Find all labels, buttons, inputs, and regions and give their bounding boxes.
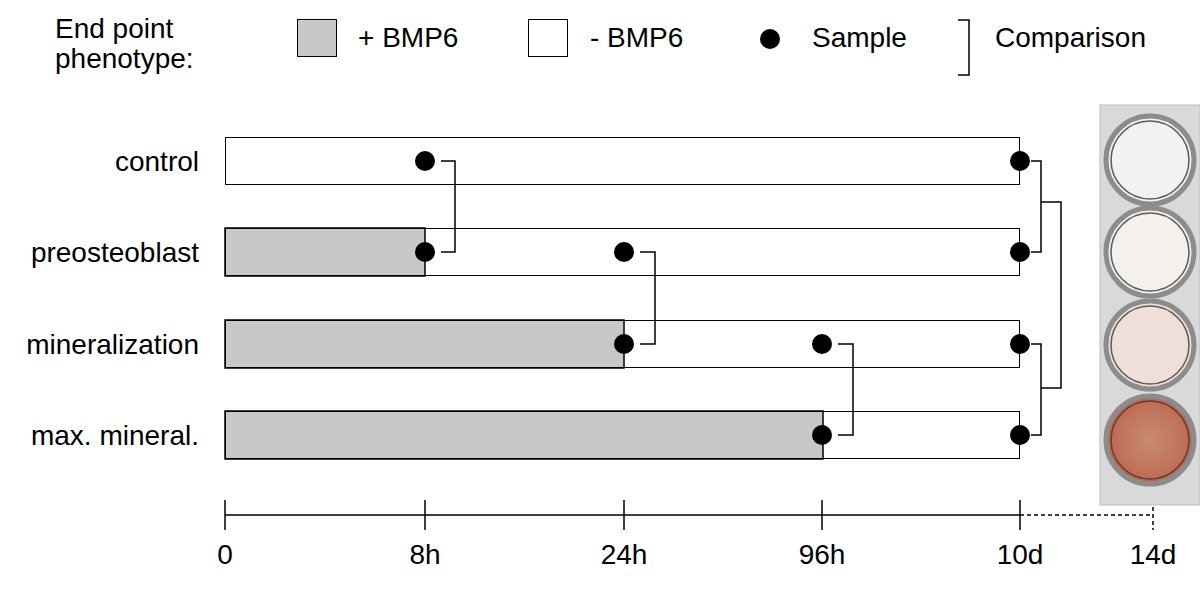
- sample-dot: [614, 334, 634, 354]
- axis-tick: [623, 500, 625, 530]
- axis-line-dashed: [1020, 514, 1153, 516]
- axis-tick: [821, 500, 823, 530]
- time-tick-label: 96h: [777, 538, 867, 572]
- legend-sample-dot: [760, 10, 790, 70]
- comparison-bracket: [441, 161, 455, 252]
- well-photos: [1100, 105, 1200, 505]
- well-plate: [1100, 105, 1200, 505]
- timeline-bar: control: [225, 137, 1020, 185]
- bmp6-fills: [225, 228, 823, 459]
- phenotype-label: max. mineral.: [31, 419, 199, 453]
- sample-dot: [614, 242, 634, 262]
- time-tick-label: 14d: [1108, 538, 1198, 572]
- phenotype-label: mineralization: [26, 328, 199, 362]
- comparison-brackets: [441, 161, 1061, 435]
- axis-line: [225, 514, 1020, 516]
- legend-text: Comparison: [995, 19, 1146, 57]
- sample-dot: [760, 29, 780, 49]
- well-plate-edge: [1100, 105, 1200, 505]
- comparison-bracket: [1031, 344, 1041, 435]
- comparison-bracket: [1041, 202, 1061, 388]
- bmp6-fill: [225, 320, 624, 368]
- timeline-bar: max. mineral.: [225, 411, 1020, 459]
- culture-well-rim: [1111, 121, 1189, 199]
- culture-well-rim: [1111, 306, 1189, 384]
- bracket-symbol: [958, 20, 969, 75]
- legend-text: Sample: [812, 19, 907, 57]
- time-tick-label: 0: [180, 538, 270, 572]
- axis-tick: [424, 500, 426, 530]
- axis-tick: [1019, 500, 1021, 530]
- sample-dots: [415, 151, 1030, 445]
- comparison-bracket: [1031, 161, 1041, 252]
- sample-dot: [1010, 242, 1030, 262]
- legend-bracket: [955, 10, 985, 80]
- time-tick-label: 24h: [579, 538, 669, 572]
- phenotype-label: preosteoblast: [31, 236, 199, 270]
- culture-well-rim: [1111, 213, 1189, 291]
- legend-text: + BMP6: [358, 19, 458, 57]
- culture-well-rim: [1111, 401, 1189, 479]
- sample-dot: [812, 334, 832, 354]
- time-tick-label: 8h: [380, 538, 470, 572]
- stained-well: [1106, 396, 1194, 484]
- culture-well: [1106, 116, 1194, 204]
- sample-dot: [812, 425, 832, 445]
- legend-swatch: [297, 19, 337, 57]
- bmp6-fill: [225, 411, 823, 459]
- sample-dot: [1010, 334, 1030, 354]
- sample-dot: [1010, 151, 1030, 171]
- sample-dot: [1010, 425, 1030, 445]
- bmp6-fill: [225, 228, 425, 276]
- timeline-bar: mineralization: [225, 320, 1020, 368]
- endpoint-heading: End point phenotype:: [55, 14, 215, 74]
- time-tick-label: 10d: [975, 538, 1065, 572]
- timeline-bar: preosteoblast: [225, 228, 1020, 276]
- culture-well: [1106, 208, 1194, 296]
- comparison-bracket: [838, 344, 853, 435]
- culture-well: [1106, 301, 1194, 389]
- legend-swatch: [528, 19, 568, 57]
- phenotype-label: control: [115, 145, 199, 179]
- sample-dot: [415, 242, 435, 262]
- legend-text: - BMP6: [590, 19, 683, 57]
- time-axis: [225, 500, 1153, 530]
- axis-tick: [224, 500, 226, 530]
- sample-dot: [415, 151, 435, 171]
- comparison-bracket: [640, 252, 655, 344]
